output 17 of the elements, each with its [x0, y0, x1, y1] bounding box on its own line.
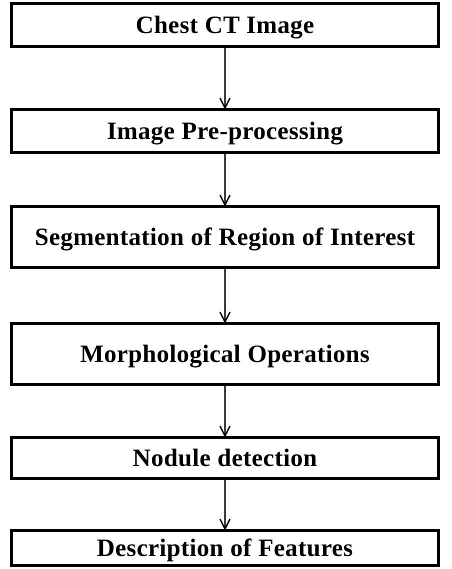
step-label: Morphological Operations: [80, 340, 370, 368]
arrow: [219, 386, 231, 437]
arrow: [219, 154, 231, 206]
arrow: [219, 269, 231, 323]
process-box: [10, 322, 440, 386]
step-label: Image Pre-processing: [106, 118, 344, 144]
step-label: Nodule detection: [132, 444, 318, 472]
process-box: [10, 529, 440, 567]
process-box: [10, 2, 440, 48]
process-box: [10, 436, 440, 480]
step-label: Description of Features: [96, 534, 354, 562]
arrow: [219, 480, 231, 530]
step-label: Chest CT Image: [136, 12, 314, 38]
arrow: [219, 48, 231, 109]
step-label: Segmentation of Region of Interest: [34, 224, 416, 250]
process-box: [10, 108, 440, 154]
process-box: [10, 205, 440, 269]
